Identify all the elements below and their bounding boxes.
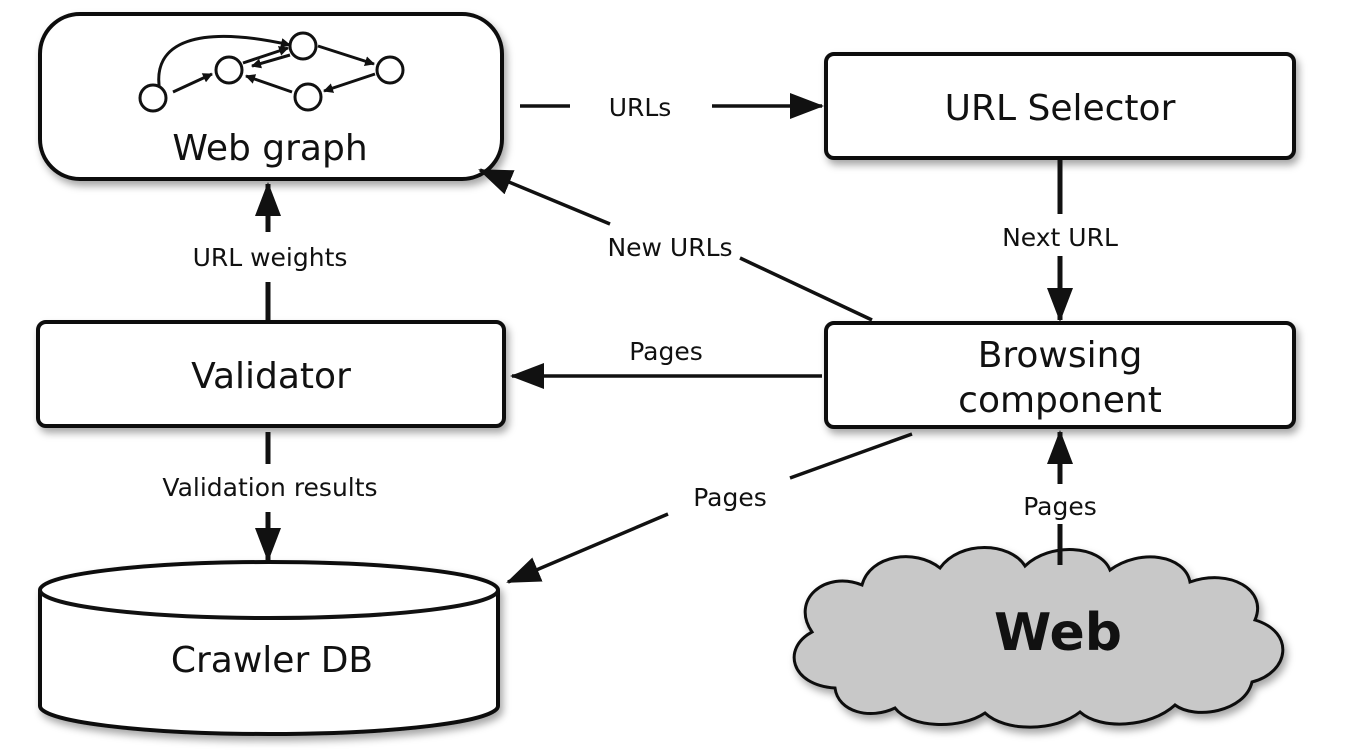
- edge-pages-from-web-label: Pages: [1023, 492, 1097, 521]
- web-cloud-node: Web: [792, 546, 1285, 729]
- graph-icon: [138, 31, 405, 113]
- validator-node: Validator: [36, 320, 506, 428]
- edge-next-url-label: Next URL: [1002, 223, 1118, 252]
- browsing-label-line1: Browsing: [978, 335, 1143, 376]
- edge-new-urls: New URLs: [478, 168, 873, 322]
- validator-label: Validator: [191, 356, 351, 397]
- edge-pages-to-db: Pages: [506, 432, 913, 584]
- edge-pages-to-validator-label: Pages: [629, 337, 703, 366]
- url-selector-label: URL Selector: [945, 88, 1176, 129]
- edge-url-weights-label: URL weights: [193, 243, 348, 272]
- edge-next-url: Next URL: [1002, 160, 1118, 322]
- edge-url-weights: URL weights: [193, 182, 348, 320]
- edge-urls: URLs: [520, 93, 824, 122]
- edge-urls-label: URLs: [609, 93, 672, 122]
- edge-validation-results-label: Validation results: [162, 473, 377, 502]
- web-label: Web: [994, 603, 1122, 663]
- edge-pages-from-web: Pages: [1023, 430, 1097, 565]
- web-graph-node: Web graph: [38, 12, 504, 181]
- cloud-shape: [792, 546, 1285, 729]
- edge-pages-to-validator: Pages: [510, 337, 822, 389]
- edge-validation-results: Validation results: [162, 432, 378, 562]
- edge-pages-to-db-label: Pages: [693, 483, 767, 512]
- web-graph-label: Web graph: [172, 128, 367, 169]
- edge-new-urls-label: New URLs: [607, 233, 732, 262]
- url-selector-node: URL Selector: [824, 52, 1296, 160]
- crawler-db-node: Crawler DB: [38, 560, 500, 736]
- browsing-component-node: Browsing component: [824, 321, 1296, 429]
- crawler-db-label: Crawler DB: [171, 640, 373, 681]
- browsing-label-line2: component: [958, 380, 1162, 421]
